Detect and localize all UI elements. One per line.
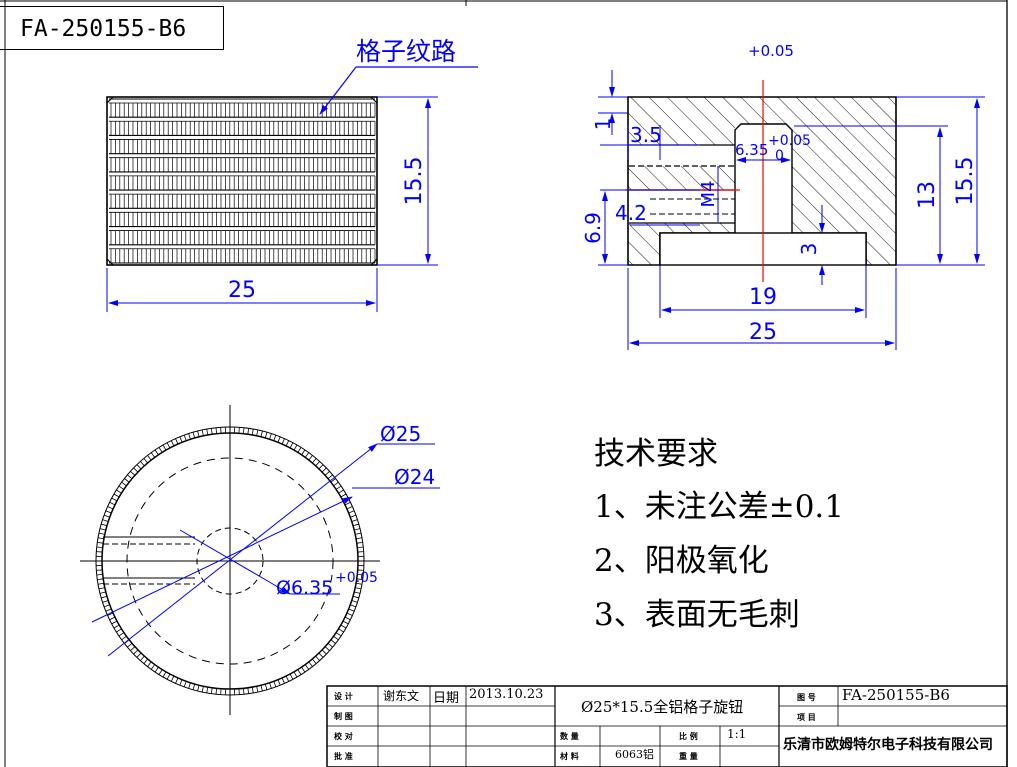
material-value: 6063铝 <box>615 748 654 761</box>
dim-recess-width: 19 <box>749 285 777 310</box>
weight-label: 重 量 <box>679 751 698 761</box>
project-label: 项 目 <box>797 712 816 722</box>
title-block: 设 计 谢东文 日期 2013.10.23 制 图 校 对 批 准 Ø25*15… <box>327 686 1007 767</box>
dim-section-width: 25 <box>749 320 777 345</box>
date-label: 日期 <box>433 691 460 706</box>
designer-name: 谢东文 <box>383 689 420 703</box>
dim-bore-tol-upper: +0.05 <box>768 133 811 149</box>
dim-top-tolerance: +0.05 <box>748 42 794 60</box>
dim-thread-pos: 4.2 <box>615 201 647 225</box>
knurl-pattern <box>109 98 376 264</box>
check-label: 校 对 <box>334 731 353 741</box>
scale-label: 比 例 <box>679 731 698 741</box>
dim-depth-1: 1 <box>591 118 615 131</box>
dim-thread-height: 6.9 <box>581 212 605 244</box>
tech-requirement-2: 2、阳极氧化 <box>594 543 769 579</box>
company-name: 乐清市欧姆特尔电子科技有限公司 <box>783 737 993 753</box>
dim-side-height: 15.5 <box>402 157 427 206</box>
drawing-no-label: 图 号 <box>797 692 816 702</box>
dim-bore-depth: 13 <box>915 181 940 209</box>
tech-requirement-3: 3、表面无毛刺 <box>594 597 800 633</box>
material-label: 材 料 <box>560 751 579 761</box>
knurled-side-view <box>106 96 378 266</box>
qty-label: 数 量 <box>560 731 579 741</box>
dim-dia-inner: Ø24 <box>394 465 435 489</box>
draw-label: 制 图 <box>334 711 353 721</box>
dim-side-width: 25 <box>228 278 256 303</box>
dim-bore: 6.35 <box>735 141 768 159</box>
scale-value: 1:1 <box>727 727 747 741</box>
section-dimensions <box>598 70 985 350</box>
part-name: Ø25*15.5全铝格子旋钮 <box>581 698 744 716</box>
dim-step-3-5: 3.5 <box>630 123 662 147</box>
dim-bore-tol-lower: 0 <box>775 148 784 164</box>
title-block-grid <box>326 685 1008 767</box>
drawing-number-box: FA-250155-B6 <box>0 6 224 50</box>
date-value: 2013.10.23 <box>469 687 544 702</box>
top-view-dimensions <box>91 443 440 657</box>
dim-dia-bore-tol: +0.05 <box>335 570 378 586</box>
tech-requirements-title: 技术要求 <box>594 436 718 472</box>
dim-recess-depth: 3 <box>797 243 821 256</box>
dim-dia-outer: Ø25 <box>380 422 421 446</box>
approve-label: 批 准 <box>334 751 353 761</box>
dim-dia-bore: Ø6.35 <box>276 577 333 599</box>
knurl-callout: 格子纹路 <box>319 37 478 115</box>
top-view <box>80 405 380 715</box>
side-view-dimensions <box>106 96 438 312</box>
dim-thread: M4 <box>698 181 719 208</box>
dim-section-height: 15.5 <box>953 157 978 206</box>
section-view <box>625 80 897 282</box>
designer-label: 设 计 <box>334 691 353 701</box>
tech-requirement-1: 1、未注公差±0.1 <box>594 489 844 525</box>
drawing-no-value: FA-250155-B6 <box>842 686 950 704</box>
knurl-callout-label: 格子纹路 <box>356 37 456 66</box>
